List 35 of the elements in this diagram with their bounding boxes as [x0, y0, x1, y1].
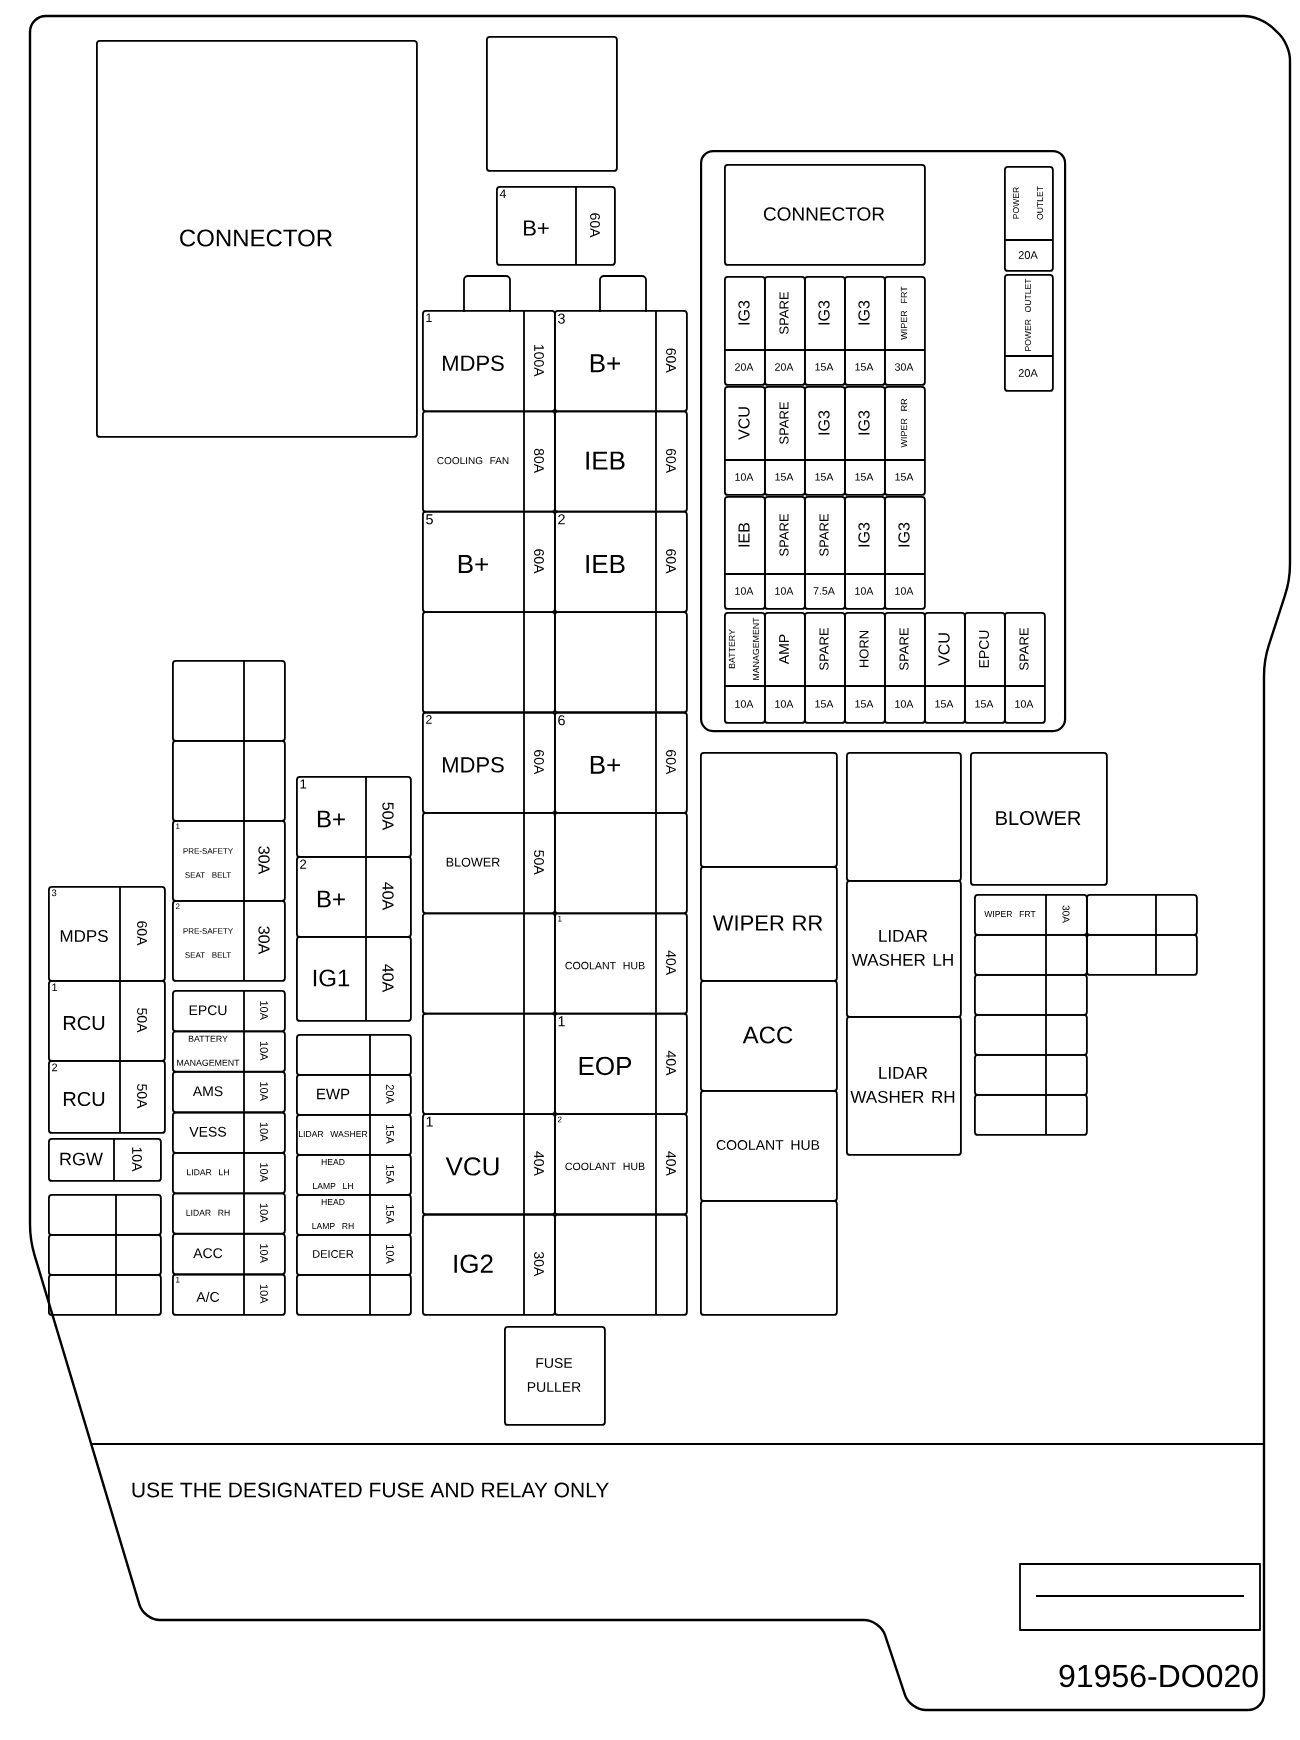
fuse — [554, 1212, 688, 1316]
fuse — [48, 1273, 162, 1316]
fuse — [422, 911, 556, 1015]
relay: CONNECTOR — [96, 40, 418, 438]
relay — [700, 752, 838, 868]
relay: ACC — [700, 980, 838, 1092]
relay: LIDAR WASHER LH — [846, 880, 962, 1018]
fuse — [172, 739, 286, 822]
fuse — [1086, 893, 1198, 936]
fuse — [422, 610, 556, 714]
fuse — [172, 659, 286, 742]
relay: WIPER RR — [700, 866, 838, 982]
fuse — [974, 973, 1088, 1016]
fuse — [48, 1233, 162, 1276]
fuse: IG1 40A — [296, 935, 412, 1022]
relay — [486, 36, 618, 172]
part-number: 91956-DO020 — [1059, 1664, 1258, 1688]
fuse — [974, 1053, 1088, 1096]
relay — [700, 1200, 838, 1316]
fuse — [296, 1033, 412, 1076]
fuse — [554, 610, 688, 714]
fuse — [554, 811, 688, 915]
fuse — [974, 933, 1088, 976]
relay — [846, 752, 962, 882]
note-text: USE THE DESIGNATED FUSE AND RELAY ONLY — [132, 1482, 609, 1498]
fuse — [974, 1013, 1088, 1056]
relay: CONNECTOR — [724, 164, 926, 266]
fuse — [48, 1193, 162, 1236]
fuse — [1086, 933, 1198, 976]
relay: BLOWER — [970, 752, 1108, 886]
fuse — [422, 1011, 556, 1115]
fuse — [974, 1093, 1088, 1136]
fuse-panel — [700, 150, 1067, 733]
relay: LIDAR WASHER RH — [846, 1016, 962, 1156]
fuse — [296, 1273, 412, 1316]
